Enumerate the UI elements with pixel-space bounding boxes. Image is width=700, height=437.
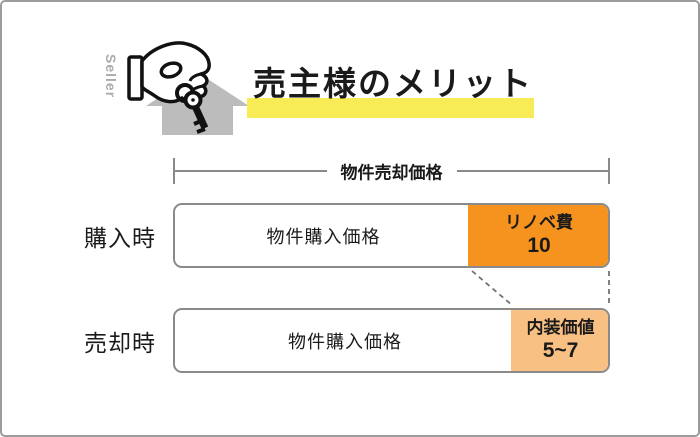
- bar-sale-base-label: 物件購入価格: [288, 331, 402, 352]
- price-bracket: 物件売却価格: [173, 158, 610, 184]
- seller-label: Seller: [103, 54, 119, 99]
- key-hole: [191, 98, 195, 102]
- sleeve-cuff: [127, 55, 144, 101]
- row-label-purchase: 購入時: [84, 224, 156, 251]
- segment-value-renovation: 10: [527, 234, 551, 258]
- key-blade: [191, 104, 209, 130]
- row-label-sale: 売却時: [84, 329, 156, 356]
- segment-value-interior: 5~7: [542, 339, 579, 363]
- hand-with-key-icon: [127, 41, 211, 134]
- thumb-gap: [159, 61, 183, 79]
- bar-purchase-segment: リノベ費 10: [468, 205, 608, 266]
- segment-label-renovation: リノベ費: [505, 212, 573, 232]
- bar-sale: 物件購入価格 内装価値 5~7: [173, 308, 610, 373]
- bar-purchase: 物件購入価格 リノベ費 10: [173, 203, 610, 268]
- bar-purchase-base-label: 物件購入価格: [266, 226, 381, 247]
- page-title: 売主様のメリット: [253, 65, 533, 102]
- segment-label-interior: 内装価値: [526, 317, 595, 337]
- key-teeth: [193, 119, 206, 134]
- title-highlight: [247, 98, 534, 118]
- bar-sale-segment: 内装価値 5~7: [511, 310, 608, 371]
- bracket-label: 物件売却価格: [326, 158, 457, 184]
